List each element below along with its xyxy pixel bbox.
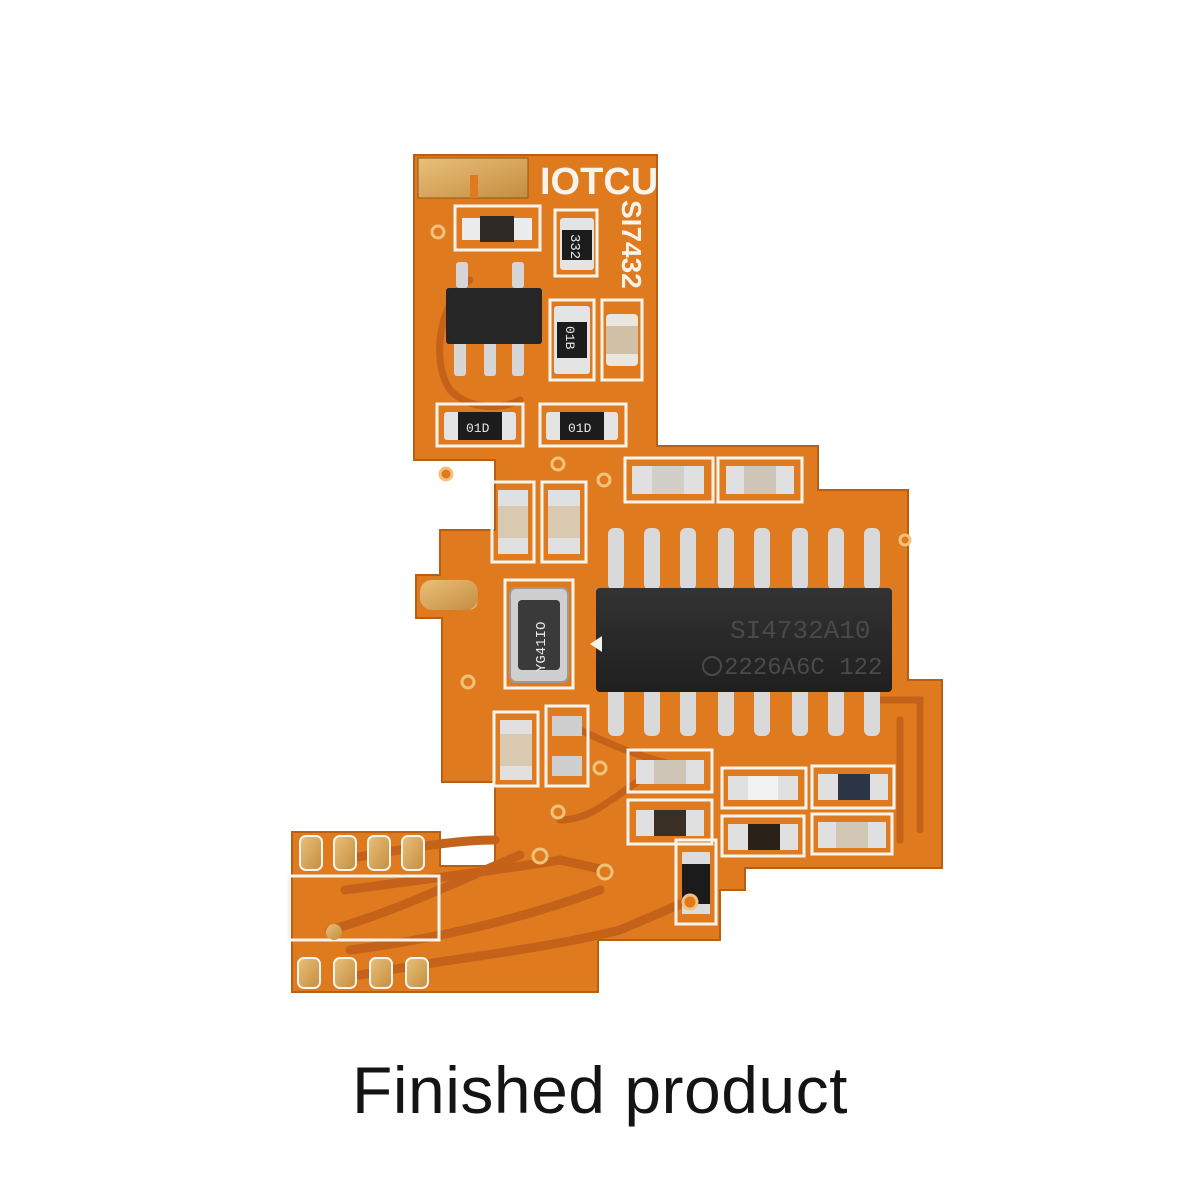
silkscreen-model: SI7432 [616,200,647,289]
resistor-01d-right-marking: 01D [568,421,592,436]
silkscreen-outlines [287,204,896,942]
crystal-marking: YG41IO [534,622,550,672]
ic-pins-bottom [608,686,880,736]
caption: Finished product [352,1053,848,1127]
tab-slot [470,175,478,198]
silkscreen-brand: IOTCU [540,161,658,203]
sot23-transistor [446,262,542,376]
smd-components: 332 01B 01D 01D [444,216,888,914]
pin1-marker [590,636,602,652]
main-ic-chip: SI4732A10 2226A6C 122 [590,528,892,736]
connector-pads-top [299,835,425,871]
ic-marking-line1: SI4732A10 [730,616,870,646]
tail-via [326,924,342,940]
resistor-01b-marking: 01B [562,326,577,350]
resistor-01d-left-marking: 01D [466,421,490,436]
ic-marking-line2: 2226A6C 122 [724,655,882,682]
ic-pins-top [608,528,880,590]
resistor-332-marking: 332 [566,234,582,259]
connector-pads-bottom [297,957,429,989]
solder-pad-left [420,580,478,610]
flex-tail-traces [325,835,695,980]
